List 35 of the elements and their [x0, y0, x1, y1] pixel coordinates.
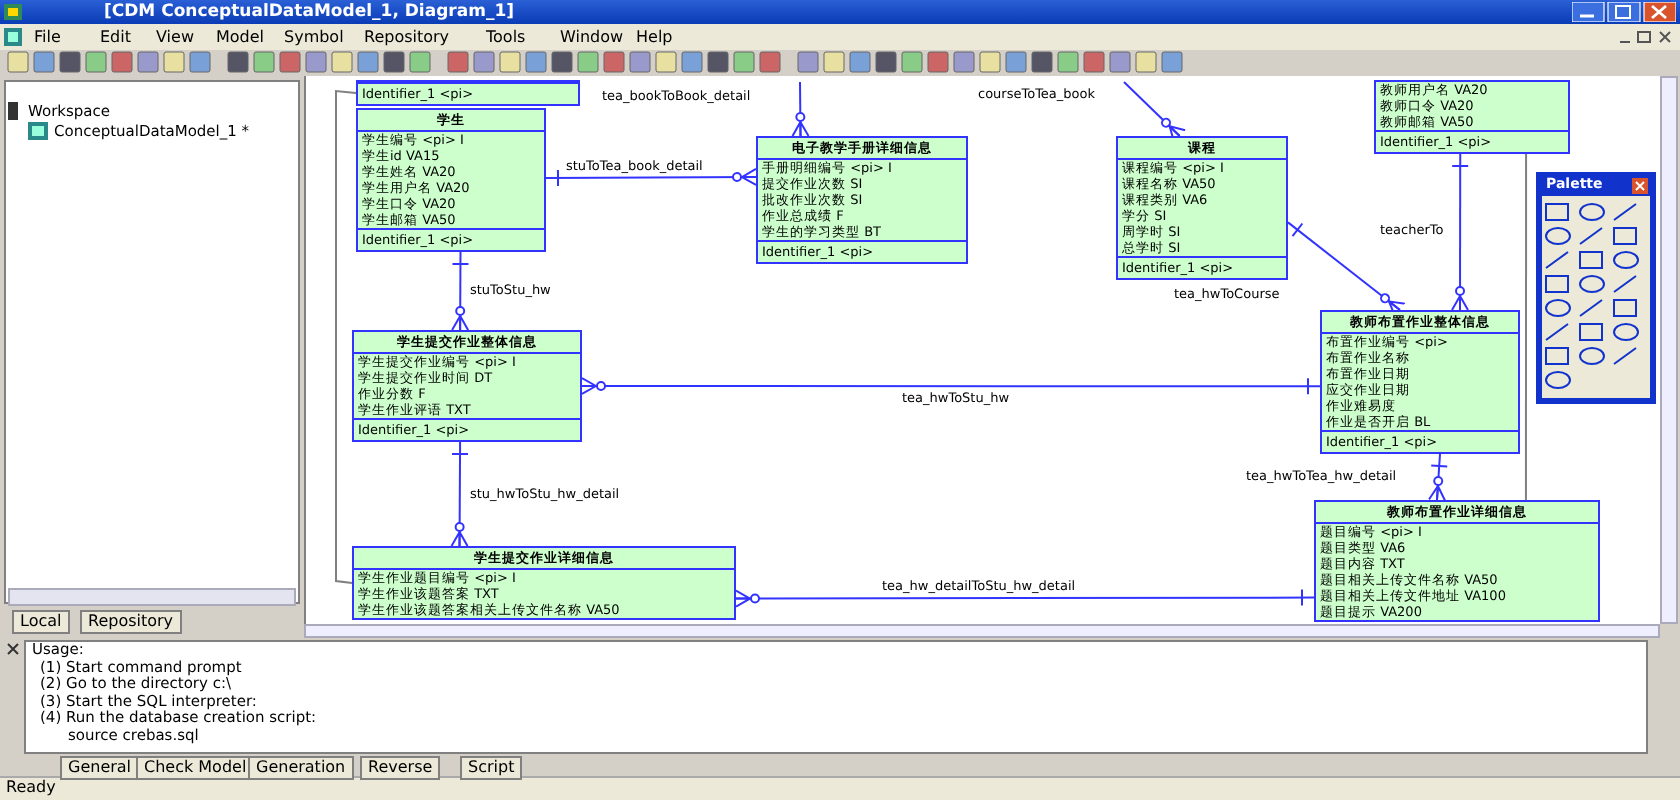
entity-box: [1320, 310, 1520, 454]
entity-box: [756, 136, 968, 264]
window-title: [CDM ConceptualDataModel_1, Diagram_1]: [104, 2, 515, 22]
connector-line: [1524, 153, 1528, 501]
menu-item: Tools: [486, 28, 526, 46]
output-tab: Generation: [248, 756, 354, 780]
status-text: Ready: [6, 778, 56, 796]
entity-box: [1314, 500, 1600, 622]
connector-line: [451, 251, 470, 332]
output-tab: General: [60, 756, 140, 780]
connector-line: [450, 441, 470, 548]
menu-item: Window: [560, 28, 624, 46]
connector-line: [1428, 453, 1449, 502]
menu-item: Help: [636, 28, 673, 46]
connector-line: [735, 588, 1315, 608]
connector-line: [581, 377, 1321, 396]
entity-box: [1116, 136, 1288, 280]
menu-item: Symbol: [284, 28, 344, 46]
menu-item: Model: [216, 28, 265, 46]
connector-line: [545, 167, 758, 187]
output-tab: Script: [460, 756, 523, 780]
menu-item: View: [156, 28, 194, 46]
entity-box: [352, 330, 582, 442]
panel-tab: Repository: [80, 610, 182, 634]
menu-item: File: [34, 28, 61, 46]
entity-box: [1374, 80, 1570, 154]
connector-line: [791, 81, 810, 138]
entity-box: [352, 546, 736, 620]
entity-box: [356, 108, 546, 252]
panel-tab: Local: [12, 610, 70, 634]
connector-line: [1451, 153, 1470, 311]
menu-item: Repository: [364, 28, 450, 46]
connector-line: [335, 89, 357, 584]
output-tab: Reverse: [360, 756, 441, 780]
menu-item: Edit: [100, 28, 131, 46]
